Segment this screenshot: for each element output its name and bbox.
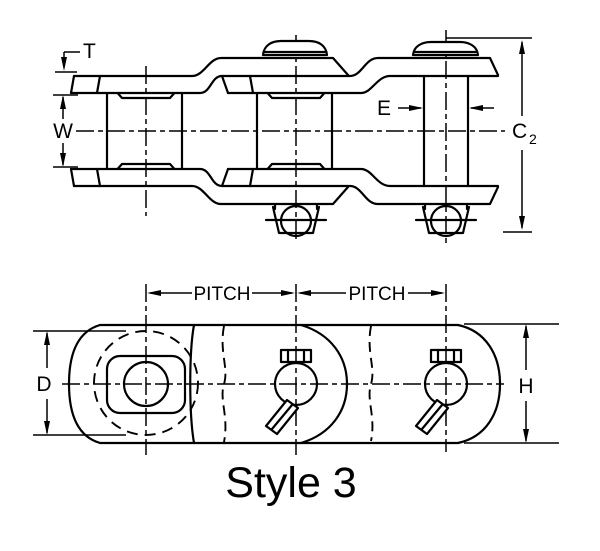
- dim-label-W: W: [53, 120, 73, 143]
- dim-D: D: [33, 330, 126, 436]
- link-outline: [67, 323, 502, 445]
- sidebar-plates-bottom: [69, 167, 500, 206]
- dim-T: T: [55, 40, 96, 73]
- dim-label-pitch-first: PITCH: [194, 284, 251, 305]
- barrels: [105, 92, 334, 170]
- dim-label-E: E: [377, 97, 391, 120]
- dim-label-H: H: [518, 375, 533, 398]
- dim-label-C2: C: [512, 120, 527, 143]
- pin-hole: [122, 360, 170, 408]
- pin-with-cotter-right: [414, 348, 469, 436]
- cottered-pin-end-right: [414, 203, 478, 238]
- dim-label-D: D: [36, 373, 51, 396]
- cottered-pin-end-middle: [264, 203, 328, 238]
- dim-pitch-first: PITCH: [147, 284, 295, 305]
- dim-W: W: [53, 94, 78, 168]
- dim-E: E: [377, 97, 494, 120]
- sidebar-plates-top: [69, 56, 500, 95]
- dim-label-C2-subscript: 2: [529, 131, 537, 147]
- dim-H: H: [464, 323, 559, 444]
- dim-C2: C 2: [446, 37, 537, 233]
- barrel-hidden-circle: [93, 330, 199, 436]
- top-view-centerlines: [62, 284, 504, 455]
- dim-pitch-second: PITCH: [297, 284, 445, 305]
- side-view: T W E C 2: [53, 30, 537, 243]
- dim-label-pitch-second: PITCH: [349, 284, 406, 305]
- top-view: PITCH PITCH D H: [33, 284, 559, 455]
- barrel-end: [105, 354, 187, 415]
- hidden-edges: [93, 325, 374, 443]
- pin-heads: [261, 39, 480, 57]
- connecting-pin: [422, 74, 470, 188]
- style-caption: Style 3: [225, 459, 356, 507]
- side-view-centerlines: [76, 30, 505, 243]
- pin-with-cotter-middle: [264, 348, 319, 436]
- dim-label-T: T: [83, 40, 96, 63]
